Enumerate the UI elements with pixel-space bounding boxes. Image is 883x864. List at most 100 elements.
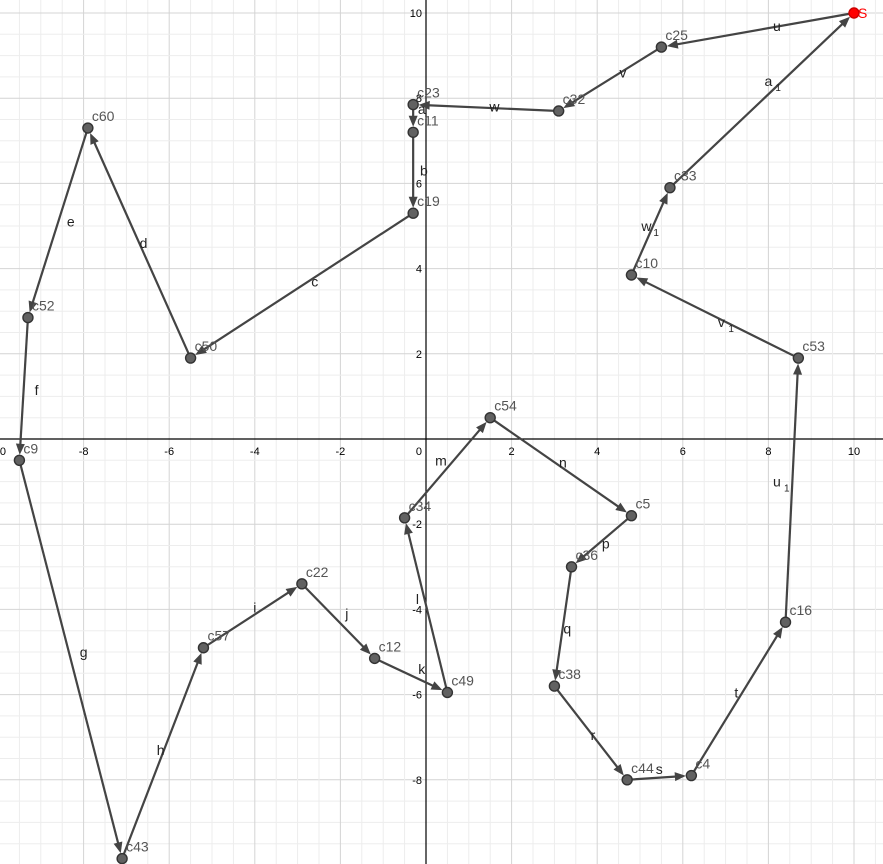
segment-arrowhead <box>408 196 418 208</box>
segment-label: n <box>559 454 567 470</box>
segment-label: q <box>563 621 571 637</box>
point-c50[interactable] <box>184 352 197 364</box>
x-tick-label: -2 <box>336 446 346 458</box>
segment-line <box>630 200 666 276</box>
segment-label: u <box>773 18 781 34</box>
segment-line <box>31 127 89 305</box>
point-c4[interactable] <box>685 769 698 782</box>
point-c12[interactable] <box>368 652 381 665</box>
segment-label: f <box>35 382 39 398</box>
point-label: c57 <box>207 628 230 644</box>
segment-arrowhead <box>613 764 624 776</box>
point-c38[interactable] <box>548 680 561 692</box>
segment-line <box>690 633 779 777</box>
path-segments <box>15 11 855 860</box>
point-c49[interactable] <box>441 686 454 699</box>
segment-arrowhead <box>476 421 487 434</box>
segment-a1 <box>669 16 851 189</box>
segment-line <box>643 280 799 360</box>
point-label: c36 <box>576 547 599 563</box>
segment-arrowhead <box>430 681 443 691</box>
y-tick-label: -8 <box>412 775 422 787</box>
segment-arrowhead <box>90 133 99 145</box>
point-S[interactable] <box>848 7 860 19</box>
x-tick-label: -6 <box>164 446 174 458</box>
segment-label: h <box>157 742 165 758</box>
y-tick-label: 2 <box>416 349 422 361</box>
point-label: c44 <box>631 760 654 776</box>
segment-arrowhead <box>666 39 679 49</box>
point-c32[interactable] <box>552 105 565 117</box>
segment-label-subscript: 1 <box>653 228 659 239</box>
x-tick-label: 6 <box>680 446 686 458</box>
point-c23[interactable] <box>407 98 419 111</box>
point-label: c19 <box>417 193 440 209</box>
point-c5[interactable] <box>625 509 638 522</box>
segment-arrowhead <box>418 100 430 110</box>
y-tick-label: 8 <box>416 93 422 105</box>
segment-arrowhead <box>793 363 803 375</box>
segment-j <box>301 583 371 655</box>
segment-line <box>18 460 120 845</box>
point-c52[interactable] <box>22 311 34 324</box>
point-c34[interactable] <box>398 512 411 524</box>
point-c10[interactable] <box>625 269 638 281</box>
point-c60[interactable] <box>82 122 94 134</box>
segment-line <box>570 46 662 105</box>
segment-label-subscript: 1 <box>775 83 781 94</box>
point-c54[interactable] <box>484 412 496 424</box>
segment-line <box>675 11 855 46</box>
segment-s <box>627 772 686 782</box>
segment-label-subscript: 1 <box>728 324 734 335</box>
segment-label: l <box>416 591 419 607</box>
point-c22[interactable] <box>296 578 308 590</box>
point-label: c12 <box>379 638 402 654</box>
point-label: c53 <box>802 338 825 354</box>
y-tick-label: 6 <box>416 178 422 190</box>
x-tick-label: -10 <box>0 446 6 458</box>
point-c44[interactable] <box>621 774 633 786</box>
segment-w <box>418 100 559 113</box>
segment-m <box>403 421 487 519</box>
segment-label: w <box>640 218 652 234</box>
segment-line <box>92 140 192 359</box>
point-label: c25 <box>665 27 688 43</box>
point-label: c22 <box>306 564 329 580</box>
segment-label: v <box>619 65 626 81</box>
segment-c <box>195 212 414 356</box>
segment-arrowhead <box>193 652 202 665</box>
segment-u1 <box>784 363 803 623</box>
point-c11[interactable] <box>407 126 419 138</box>
segment-arrowhead <box>359 643 371 655</box>
segment-line <box>301 583 366 649</box>
point-c43[interactable] <box>116 852 128 864</box>
point-label: c60 <box>92 108 115 124</box>
segment-line <box>553 685 620 770</box>
x-tick-label: 4 <box>594 446 600 458</box>
point-c36[interactable] <box>565 561 578 573</box>
point-c33[interactable] <box>664 181 676 194</box>
y-tick-label: -4 <box>412 604 422 616</box>
segment-h <box>121 652 202 860</box>
segment-label: v <box>718 314 725 330</box>
segment-label: i <box>253 599 256 615</box>
segment-label: b <box>420 163 428 179</box>
point-c25[interactable] <box>655 41 668 53</box>
point-c16[interactable] <box>779 616 792 628</box>
point-c9[interactable] <box>13 454 26 466</box>
point-label: c32 <box>563 91 586 107</box>
point-c53[interactable] <box>792 352 805 364</box>
segment-label: a <box>765 73 773 89</box>
segment-label: w <box>488 99 500 115</box>
segment-line <box>784 372 799 623</box>
point-c19[interactable] <box>407 207 419 219</box>
point-label: c38 <box>558 666 581 682</box>
segment-g <box>18 460 123 854</box>
point-c57[interactable] <box>197 642 210 654</box>
x-tick-label: 8 <box>765 446 771 458</box>
segment-label: t <box>734 684 738 700</box>
segment-line <box>627 775 677 781</box>
